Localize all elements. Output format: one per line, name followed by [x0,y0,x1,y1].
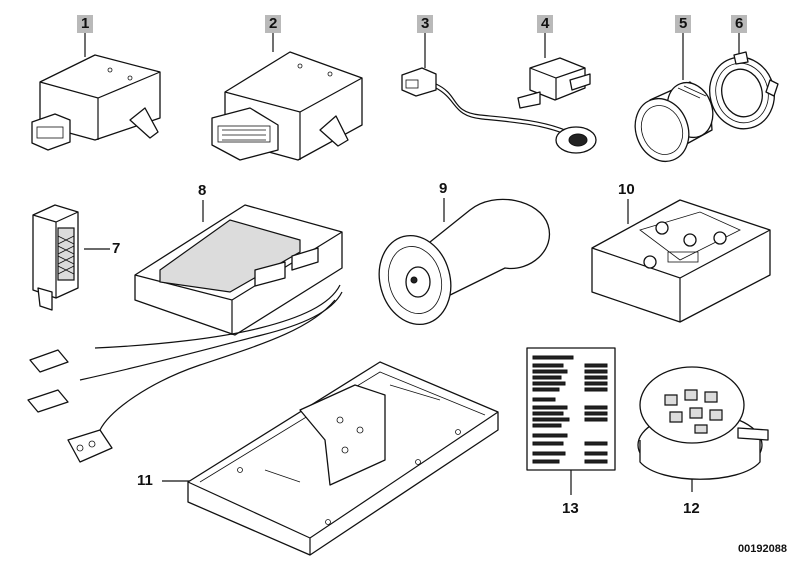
drawing-code: 00192088 [738,543,787,555]
part-11-drawing [187,361,499,556]
part-label-3: 3 [417,15,434,33]
part-label-12: 12 [683,500,700,517]
part-4-drawing [517,57,591,109]
part-10-drawing [591,199,771,323]
part-label-6: 6 [731,15,748,33]
part-9-drawing [378,198,551,326]
part-label-1: 1 [77,15,94,33]
part-3-drawing [401,67,597,154]
part-label-7: 7 [112,240,121,257]
part-label-2: 2 [265,15,282,33]
part-6-drawing [709,51,779,130]
part-label-9: 9 [439,180,448,197]
part-1-drawing [31,54,161,151]
part-12-drawing [637,366,769,480]
part-label-5: 5 [675,15,692,33]
part-13-drawing [526,347,616,471]
part-2-drawing [211,51,363,161]
part-label-10: 10 [618,181,635,198]
part-label-13: 13 [562,500,579,517]
part-label-8: 8 [198,182,207,199]
part-label-11: 11 [137,472,153,489]
part-7-drawing [32,204,79,311]
part-5-drawing [634,81,714,163]
part-8-drawing [27,204,343,463]
part-label-4: 4 [537,15,554,33]
